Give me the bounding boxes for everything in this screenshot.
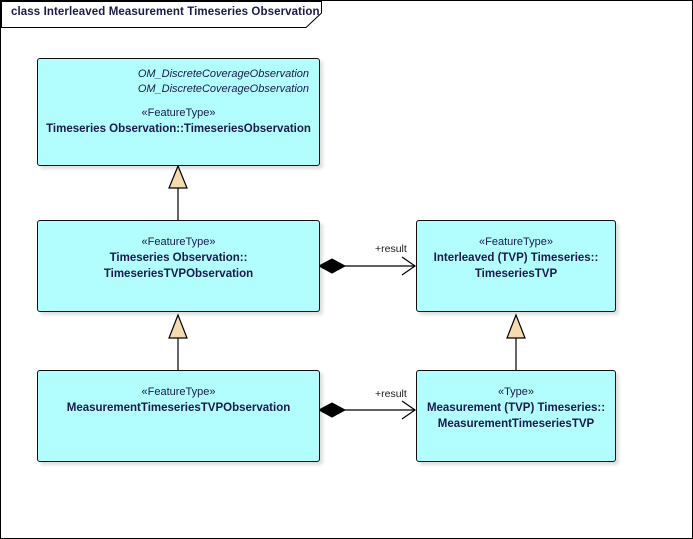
generalization-triangle-icon — [168, 313, 188, 339]
class-name-line-1: Interleaved (TVP) Timeseries:: — [433, 252, 599, 264]
spacer — [38, 97, 319, 106]
class-stereotype: «FeatureType» — [141, 236, 216, 248]
class-name-line-2: MeasurementTimeseriesTVP — [437, 418, 595, 430]
diagram-frame-tab: class Interleaved Measurement Timeseries… — [1, 1, 341, 29]
class-name-line-2: TimeseriesTVPObservation — [103, 268, 254, 280]
class-tagline: OM_DiscreteCoverageObservation — [137, 68, 309, 80]
generalization-triangle-icon — [168, 164, 188, 189]
association-upper-result — [317, 256, 417, 276]
class-box-measurement-timeseries-tvp[interactable]: «Type» Measurement (TVP) Timeseries:: Me… — [416, 370, 616, 462]
class-name: Timeseries Observation::TimeseriesObserv… — [46, 123, 311, 135]
diagram-title: class Interleaved Measurement Timeseries… — [11, 6, 320, 18]
class-tagline: OM_DiscreteCoverageObservation — [137, 83, 309, 95]
class-name-line-1: Timeseries Observation:: — [109, 252, 248, 264]
class-stereotype: «FeatureType» — [141, 107, 216, 119]
association-lower-result — [317, 400, 417, 420]
class-box-timeseries-tvp[interactable]: «FeatureType» Interleaved (TVP) Timeseri… — [416, 220, 616, 312]
class-stereotype: «Type» — [497, 386, 535, 398]
generalization-tvpobs-to-tsobs — [168, 164, 188, 220]
generalization-mtvpobs-to-tvpobs — [168, 313, 188, 370]
class-box-measurement-timeseries-tvp-observation[interactable]: «FeatureType» MeasurementTimeseriesTVPOb… — [37, 370, 320, 462]
class-box-timeseries-observation[interactable]: OM_DiscreteCoverageObservation OM_Discre… — [37, 58, 320, 166]
frame-tab-shape — [1, 1, 322, 28]
class-stereotype: «FeatureType» — [141, 386, 216, 398]
association-lower-result-label: +result — [375, 388, 407, 400]
class-name-line-1: Measurement (TVP) Timeseries:: — [426, 402, 606, 414]
generalization-triangle-icon — [506, 313, 526, 339]
open-arrowhead-icon — [401, 256, 417, 276]
composition-diamond-icon — [317, 402, 347, 418]
class-stereotype: «FeatureType» — [479, 236, 553, 248]
open-arrowhead-icon — [401, 400, 417, 420]
generalization-mtvp-to-tvp — [506, 313, 526, 370]
class-box-timeseries-tvp-observation[interactable]: «FeatureType» Timeseries Observation:: T… — [37, 220, 320, 312]
class-name: MeasurementTimeseriesTVPObservation — [66, 402, 291, 414]
composition-diamond-icon — [317, 258, 347, 274]
association-upper-result-label: +result — [375, 243, 407, 255]
class-name-line-2: TimeseriesTVP — [474, 268, 558, 280]
